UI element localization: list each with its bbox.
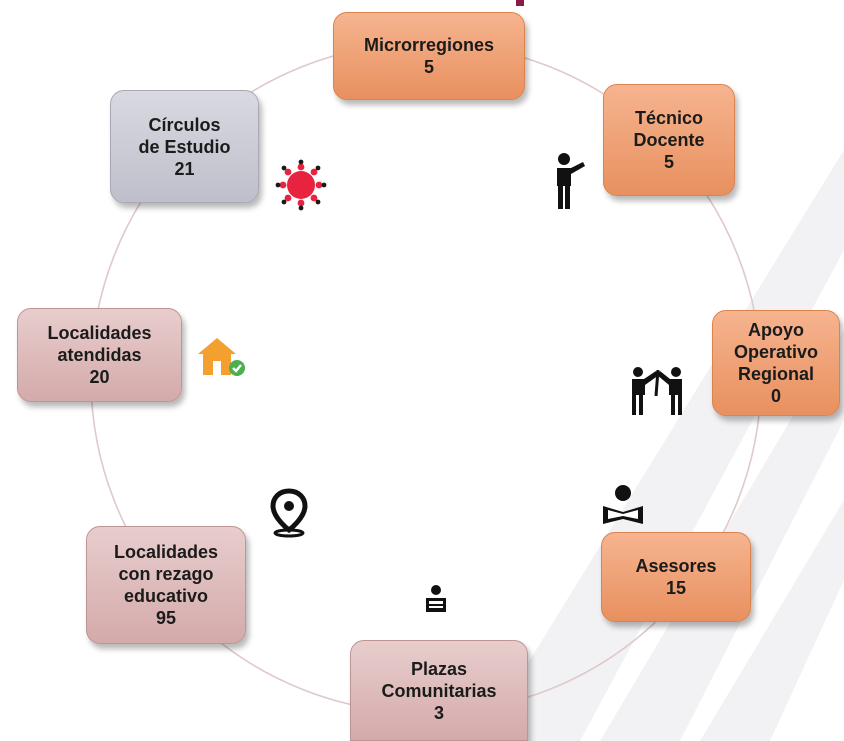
node-label-line: Localidades [47, 323, 152, 343]
node-label-line: Microrregiones [363, 35, 495, 55]
node-value: 95 [155, 608, 177, 628]
node-microrregiones: Microrregiones 5 [333, 12, 525, 100]
node-label-line: Localidades [113, 542, 219, 562]
node-value: 5 [663, 152, 674, 172]
node-value: 5 [423, 57, 434, 77]
node-label-line: Asesores [635, 556, 717, 576]
node-tecnico-docente: Técnico Docente 5 [603, 84, 735, 196]
reader-icon [603, 485, 643, 524]
node-value: 21 [174, 158, 195, 179]
node-label-line: Círculos [148, 114, 221, 135]
node-label-line: Docente [633, 130, 705, 150]
map-pin-icon [270, 488, 308, 538]
node-label-line: con rezago [118, 564, 214, 584]
node-label-line: de Estudio [138, 136, 231, 157]
student-reading-icon [426, 585, 446, 612]
background-stripes [480, 150, 844, 741]
node-asesores: Asesores 15 [601, 532, 751, 622]
node-circulos-estudio: Círculos de Estudio 21 [110, 90, 259, 203]
node-label-line: educativo [123, 586, 209, 606]
node-localidades-atendidas: Localidades atendidas 20 [17, 308, 182, 402]
node-label-line: Comunitarias [381, 680, 497, 701]
title-accent-mark [516, 0, 524, 6]
teacher-icon [557, 153, 585, 209]
collaboration-icon [632, 367, 682, 415]
node-label-line: Plazas [410, 658, 468, 679]
node-label-line: Apoyo [748, 320, 804, 340]
node-value: 15 [665, 578, 687, 598]
node-plazas-comunitarias: Plazas Comunitarias 3 [350, 640, 528, 741]
node-value: 0 [770, 386, 781, 406]
node-label-line: Regional [737, 364, 814, 384]
house-check-icon [198, 338, 245, 376]
node-label-line: Técnico [634, 108, 704, 128]
node-localidades-rezago: Localidades con rezago educativo 95 [86, 526, 246, 644]
node-label-line: Operativo [733, 342, 819, 362]
node-value: 3 [433, 702, 444, 723]
virus-icon [275, 159, 327, 211]
node-value: 20 [89, 367, 110, 387]
node-label-line: atendidas [57, 345, 142, 365]
node-apoyo-operativo: Apoyo Operativo Regional 0 [712, 310, 840, 416]
